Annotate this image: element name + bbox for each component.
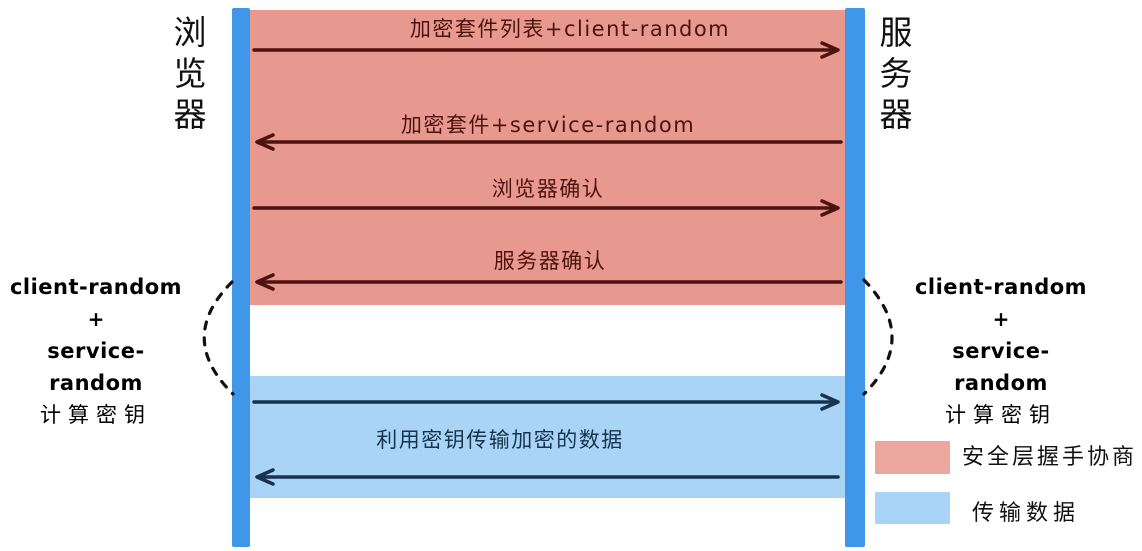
- server-lifeline: [845, 8, 865, 547]
- legend-label-transfer: 传输数据: [971, 501, 1080, 526]
- note-compute-key: 计算密钥: [945, 403, 1057, 427]
- key-derivation-brace-right-icon: [862, 278, 894, 396]
- message-label-client-hello: 加密套件列表+client-random: [409, 17, 731, 41]
- message-arrow-1-right-icon: [252, 41, 840, 59]
- browser-lifeline: [232, 8, 250, 547]
- legend-swatch-transfer: [875, 492, 950, 524]
- note-service-random: service-random: [47, 339, 145, 395]
- handshake-phase-region: [250, 10, 845, 305]
- note-plus-sign: +: [87, 307, 105, 331]
- transfer-arrow-left-icon: [255, 468, 840, 486]
- message-arrow-2-left-icon: [255, 133, 843, 151]
- legend-label-handshake: 安全层握手协商: [962, 445, 1138, 470]
- key-derivation-brace-left-icon: [202, 280, 235, 396]
- transfer-data-label: 利用密钥传输加密的数据: [376, 428, 624, 452]
- participant-server-label: 服 务 器: [879, 13, 913, 134]
- legend-swatch-handshake: [875, 441, 950, 474]
- transfer-arrow-right-icon: [252, 393, 840, 411]
- message-label-server-hello: 加密套件+service-random: [400, 113, 696, 137]
- key-derivation-note-right: client-random + service-random 计算密钥: [910, 271, 1092, 431]
- note-client-random: client-random: [9, 275, 183, 299]
- note-plus-sign: +: [992, 307, 1010, 331]
- message-arrow-4-left-icon: [255, 273, 843, 291]
- note-service-random: service-random: [952, 339, 1050, 395]
- message-arrow-3-right-icon: [252, 199, 840, 217]
- message-label-browser-confirm: 浏览器确认: [491, 177, 605, 201]
- message-label-server-confirm: 服务器确认: [493, 249, 607, 273]
- participant-browser-label: 浏 览 器: [173, 13, 207, 134]
- key-derivation-note-left: client-random + service-random 计算密钥: [5, 271, 187, 431]
- note-compute-key: 计算密钥: [40, 403, 152, 427]
- note-client-random: client-random: [914, 275, 1088, 299]
